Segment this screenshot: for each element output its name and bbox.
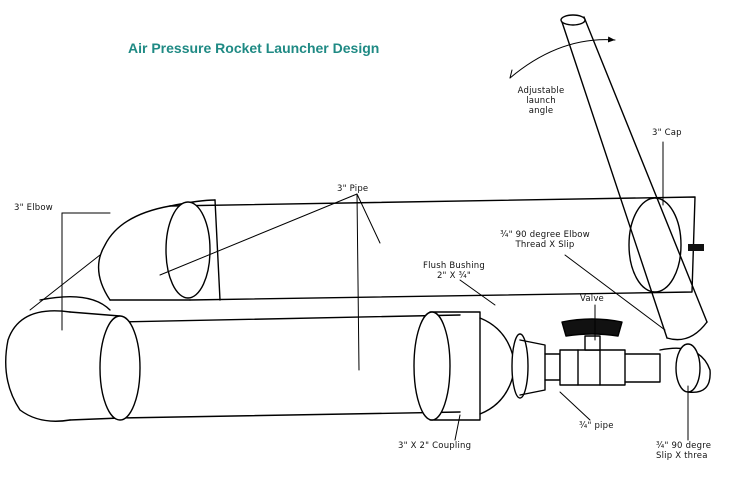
small-elbow — [659, 343, 711, 394]
launch-tube — [560, 14, 708, 341]
valve-handle — [561, 318, 623, 337]
flush-bushing-label: Flush Bushing 2" X ¾" — [414, 261, 494, 281]
coupling — [413, 311, 516, 421]
label-line: Flush Bushing — [423, 261, 485, 271]
elbow34-label: ¾" 90 degree Elbow Thread X Slip — [495, 230, 595, 250]
label-line: angle — [528, 106, 554, 117]
coupling-label: 3" X 2" Coupling — [398, 441, 472, 451]
lower-pipe — [119, 314, 461, 419]
pipe-label: 3" Pipe — [337, 184, 369, 194]
label-line: launch — [526, 96, 556, 107]
leader-lines — [29, 36, 689, 441]
small-pipe-label: ¾" pipe — [579, 421, 614, 431]
elbow-label: 3" Elbow — [14, 203, 53, 213]
label-line: ¾" 90 degre — [656, 441, 712, 451]
valve-label: Valve — [580, 294, 604, 304]
adjustable-angle-label: Adjustable launch angle — [506, 86, 576, 117]
label-line: Thread X Slip — [515, 240, 575, 251]
upper-elbow — [97, 199, 221, 301]
label-line: 2" X ¾" — [436, 271, 472, 282]
elbow90-label: ¾" 90 degre Slip X threa — [656, 441, 711, 461]
upper-pipe — [169, 196, 696, 301]
valve — [559, 335, 661, 386]
diagram-title: Air Pressure Rocket Launcher Design — [128, 40, 380, 56]
lower-elbow — [5, 295, 141, 422]
cap-tab — [688, 244, 704, 251]
label-line: Slip X threa — [656, 451, 708, 462]
label-line: Adjustable — [517, 86, 565, 96]
bushing-and-small-pipe — [511, 333, 561, 399]
label-line: ¾" 90 degree Elbow — [500, 230, 590, 240]
cap-label: 3" Cap — [652, 128, 682, 138]
